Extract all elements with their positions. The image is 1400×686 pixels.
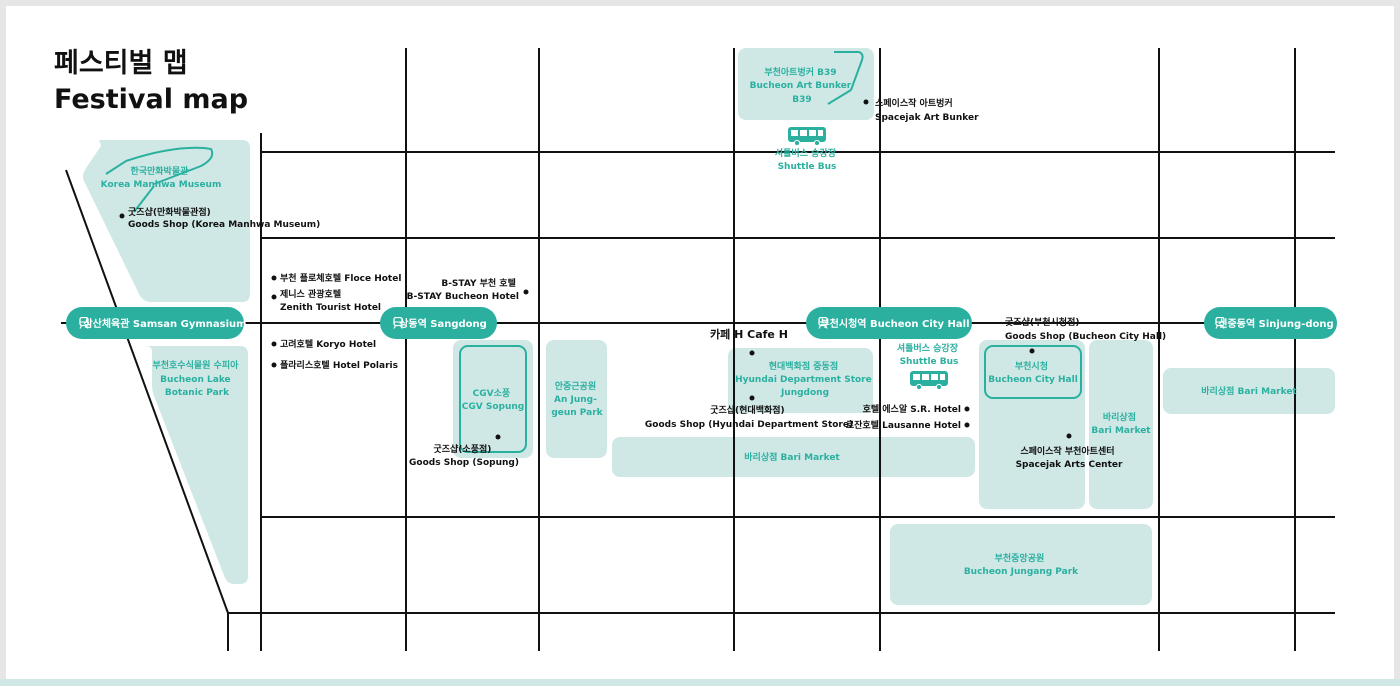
shuttle-stop-city-hall[interactable]: 셔틀버스 승강장 Shuttle Bus xyxy=(897,342,961,390)
svg-text:카페 H Cafe H: 카페 H Cafe H xyxy=(710,327,788,341)
svg-text:호텔 에스알 S.R. Hotel: 호텔 에스알 S.R. Hotel xyxy=(863,403,961,415)
poi-sr-hotel[interactable]: 호텔 에스알 S.R. Hotel xyxy=(863,403,970,415)
station-label: 신중동역 Sinjung-dong xyxy=(1218,317,1333,330)
area-labels: 한국만화박물관 Korea Manhwa Museum 부천호수식물원 수피아 … xyxy=(101,66,1298,577)
svg-text:셔틀버스 승강장 Shuttle Bus: 셔틀버스 승강장 Shuttle Bus xyxy=(775,147,839,172)
area-city-hall-outline xyxy=(984,345,1082,399)
poi-zenith-tourist-hotel[interactable]: 제니스 관광호텔 Zenith Tourist Hotel xyxy=(271,288,382,313)
station-sangdong[interactable]: 상동역 Sangdong xyxy=(380,307,497,339)
area-label-bari-market-narrow: 바리상점 Bari Market xyxy=(1091,411,1151,436)
svg-text:스페이스작 부천아트센터 Spaceja: 스페이스작 부천아트센터 Spacejak Arts Center xyxy=(1016,445,1123,470)
svg-text:셔틀버스 승강장 Shuttle Bus: 셔틀버스 승강장 Shuttle Bus xyxy=(897,342,961,367)
svg-text:로잔호텔 Lausanne Hotel: 로잔호텔 Lausanne Hotel xyxy=(846,419,961,431)
dot-marker-icon xyxy=(271,275,277,281)
svg-text:폴라리스호텔 Hotel Polaris: 폴라리스호텔 Hotel Polaris xyxy=(280,359,398,371)
svg-text:굿즈샵(소풍점) Goods Shop: 굿즈샵(소풍점) Goods Shop (Sopung) xyxy=(409,443,519,468)
poi-hotel-polaris[interactable]: 폴라리스호텔 Hotel Polaris xyxy=(271,359,398,371)
svg-text:스페이스작 아트벙커 Spacejak: 스페이스작 아트벙커 Spacejak Art Bunker xyxy=(875,97,979,123)
svg-text:굿즈샵(부천시청점) Goods Sho: 굿즈샵(부천시청점) Goods Shop (Bucheon City Hall… xyxy=(1005,316,1166,342)
station-label: 부천시청역 Bucheon City Hall xyxy=(820,317,969,330)
dot-marker-icon xyxy=(1029,348,1035,354)
area-jungang-park xyxy=(890,524,1152,605)
svg-text:굿즈샵(현대백화점) Goods Sho: 굿즈샵(현대백화점) Goods Shop (Hyundai Departmen… xyxy=(645,404,853,430)
station-bucheon-city-hall[interactable]: 부천시청역 Bucheon City Hall xyxy=(806,307,972,339)
area-manhwa-museum xyxy=(82,140,250,302)
area-hyundai-department-store xyxy=(728,348,873,413)
svg-text:부천 플로체호텔 Floce Hotel: 부천 플로체호텔 Floce Hotel xyxy=(280,272,401,284)
bus-icon xyxy=(787,126,827,146)
station-label: 상동역 Sangdong xyxy=(399,317,487,330)
poi-goods-shop-manhwa[interactable]: 굿즈샵(만화박물관점) Goods Shop (Korea Manhwa Mus… xyxy=(119,206,321,230)
dot-marker-icon xyxy=(749,350,755,356)
dot-marker-icon xyxy=(964,406,970,412)
dot-marker-icon xyxy=(523,289,529,295)
station-sinjung-dong[interactable]: 신중동역 Sinjung-dong xyxy=(1204,307,1337,339)
poi-koryo-hotel[interactable]: 고려호텔 Koryo Hotel xyxy=(271,338,377,350)
dot-marker-icon xyxy=(271,294,277,300)
svg-text:굿즈샵(만화박물관점) Goods Sh: 굿즈샵(만화박물관점) Goods Shop (Korea Manhwa Mus… xyxy=(128,206,320,230)
svg-text:고려호텔 Koryo Hotel: 고려호텔 Koryo Hotel xyxy=(280,338,376,350)
poi-goods-shop-sopung[interactable]: 굿즈샵(소풍점) Goods Shop (Sopung) xyxy=(409,434,519,469)
poi-cafe-h[interactable]: 카페 H Cafe H xyxy=(710,327,788,356)
poi-spacejak-art-bunker[interactable]: 스페이스작 아트벙커 Spacejak Art Bunker xyxy=(863,97,980,123)
area-lake-botanic-park xyxy=(146,346,248,584)
map-title-english: Festival map xyxy=(54,84,249,115)
poi-floce-hotel[interactable]: 부천 플로체호텔 Floce Hotel xyxy=(271,272,402,284)
poi-lausanne-hotel[interactable]: 로잔호텔 Lausanne Hotel xyxy=(846,419,970,431)
festival-map: 삼산체육관 Samsan Gymnasium 상동역 Sangdong 부천시청… xyxy=(61,48,1337,651)
accent-outlines xyxy=(105,51,864,213)
shuttle-label-en: Shuttle Bus xyxy=(900,357,959,367)
map-title: 페스티벌 맵 Festival map xyxy=(54,46,248,118)
festival-map-page: 페스티벌 맵 Festival map xyxy=(6,6,1394,679)
area-label-an-junggeun-park: 안중근공원 An Jung- geun Park xyxy=(551,380,603,418)
svg-text:제니스 관광호텔 Zenith Tour: 제니스 관광호텔 Zenith Tourist Hotel xyxy=(280,288,381,313)
area-cgv-sopung-outline xyxy=(459,345,527,453)
area-cgv-sopung xyxy=(453,340,533,458)
area-shapes xyxy=(82,48,1335,605)
area-bari-market-narrow xyxy=(1089,340,1153,509)
area-label-bari-market-center: 바리상점 Bari Market xyxy=(744,451,840,463)
points-of-interest: 굿즈샵(만화박물관점) Goods Shop (Korea Manhwa Mus… xyxy=(119,97,1166,471)
shuttle-label-ko: 셔틀버스 승강장 xyxy=(775,147,837,159)
shuttle-label-ko: 셔틀버스 승강장 xyxy=(897,342,959,354)
area-label-jungang-park: 부천중앙공원 Bucheon Jungang Park xyxy=(964,552,1079,577)
poi-bstay-hotel[interactable]: B-STAY 부천 호텔 B-STAY Bucheon Hotel xyxy=(407,277,529,302)
area-label-manhwa-museum: 한국만화박물관 Korea Manhwa Museum xyxy=(101,165,222,190)
station-label: 삼산체육관 Samsan Gymnasium xyxy=(83,317,246,330)
roads xyxy=(61,48,1335,651)
bottom-band xyxy=(0,679,1400,686)
area-label-hyundai-department-store: 현대백화점 중동점 Hyundai Department Store Jungd… xyxy=(735,360,875,398)
dot-marker-icon xyxy=(863,99,869,105)
poi-goods-shop-city-hall[interactable]: 굿즈샵(부천시청점) Goods Shop (Bucheon City Hall… xyxy=(1005,316,1166,354)
dot-marker-icon xyxy=(1066,433,1072,439)
poi-goods-shop-hyundai[interactable]: 굿즈샵(현대백화점) Goods Shop (Hyundai Departmen… xyxy=(645,395,853,431)
area-bari-market-right xyxy=(1163,368,1335,414)
area-label-art-bunker: 부천아트벙커 B39 Bucheon Art Bunker B39 xyxy=(750,66,855,105)
shuttle-label-en: Shuttle Bus xyxy=(778,162,837,172)
poi-spacejak-arts-center[interactable]: 스페이스작 부천아트센터 Spacejak Arts Center xyxy=(1016,433,1123,471)
station-samsan-gymnasium[interactable]: 삼산체육관 Samsan Gymnasium xyxy=(66,307,247,339)
area-an-junggeun-park xyxy=(546,340,607,458)
area-label-lake-botanic-park: 부천호수식물원 수피아 Bucheon Lake Botanic Park xyxy=(152,359,241,398)
area-bari-market-center xyxy=(612,437,975,477)
dot-marker-icon xyxy=(495,434,501,440)
bus-icon xyxy=(909,370,949,390)
area-label-bucheon-city-hall: 부천시청 Bucheon City Hall xyxy=(988,360,1078,385)
map-title-korean: 페스티벌 맵 xyxy=(54,48,188,79)
dot-marker-icon xyxy=(271,362,277,368)
svg-text:B-STAY 부천 호텔 B-STAY: B-STAY 부천 호텔 B-STAY Bucheon Hotel xyxy=(407,277,519,302)
area-label-bari-market-right: 바리상점 Bari Market xyxy=(1201,385,1297,397)
dot-marker-icon xyxy=(271,341,277,347)
area-bucheon-city-hall xyxy=(979,340,1085,509)
area-art-bunker xyxy=(738,48,874,120)
dot-marker-icon xyxy=(964,422,970,428)
dot-marker-icon xyxy=(119,213,125,219)
shuttle-stop-art-bunker[interactable]: 셔틀버스 승강장 Shuttle Bus xyxy=(775,126,839,172)
area-label-cgv-sopung: CGV소풍 CGV Sopung xyxy=(462,388,524,412)
dot-marker-icon xyxy=(749,395,755,401)
